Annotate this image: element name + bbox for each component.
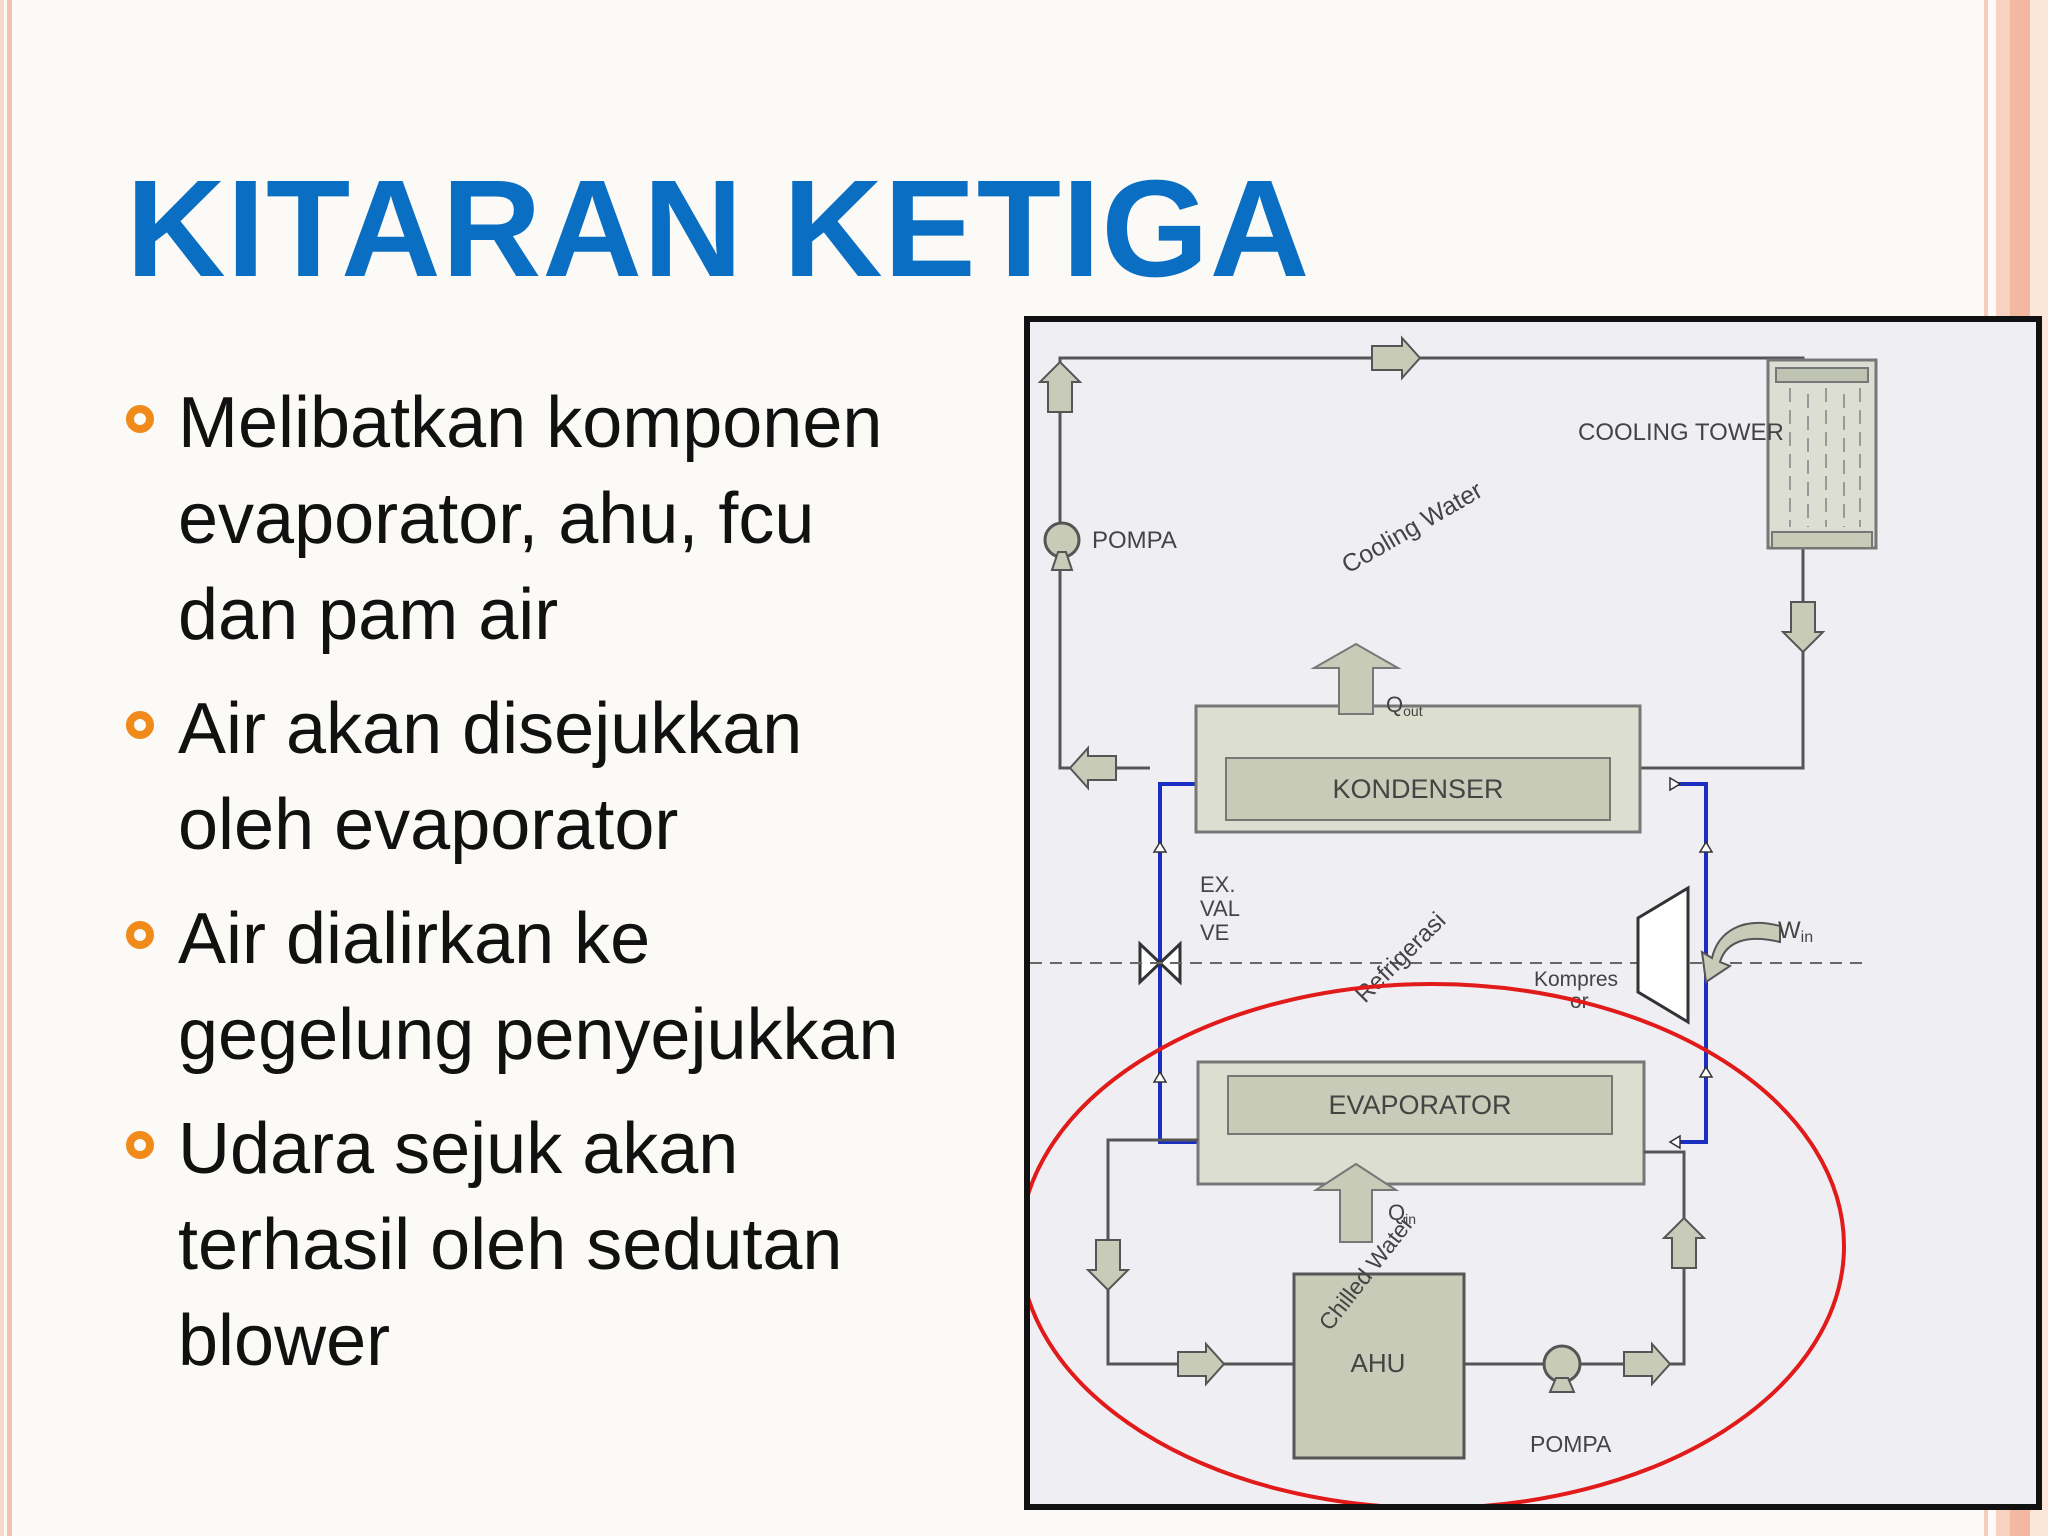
evaporator-label: EVAPORATOR — [1328, 1090, 1511, 1120]
evaporator-unit — [1196, 1060, 1646, 1186]
hvac-diagram: COOLING TOWER POMPA Cooling Water — [1030, 322, 2036, 1504]
hvac-diagram-svg: COOLING TOWER POMPA Cooling Water — [1030, 335, 1878, 1504]
refrigerant-label: Refrigerasi — [1350, 907, 1451, 1008]
bullet-circle-icon — [126, 921, 154, 949]
exp-valve-label-3: VE — [1200, 920, 1229, 945]
exp-valve-label-2: VAL — [1200, 896, 1240, 921]
work-in-arrow — [1700, 921, 1781, 984]
bullet-item: Udara sejuk akan terhasil oleh sedutan b… — [126, 1101, 1006, 1389]
bullet-text: Air dialirkan ke gegelung penyejukkan — [178, 899, 899, 1075]
cooling-tower-label: COOLING TOWER — [1578, 419, 1784, 446]
bullet-text: Air akan disejukkan oleh evaporator — [178, 689, 803, 865]
cooling-tower-icon — [1766, 358, 1878, 550]
bullet-list: Melibatkan komponen evaporator, ahu, fcu… — [126, 375, 1006, 1407]
bullet-text: Udara sejuk akan terhasil oleh sedutan b… — [178, 1109, 843, 1381]
bullet-circle-icon — [126, 405, 154, 433]
bullet-item: Melibatkan komponen evaporator, ahu, fcu… — [126, 375, 1006, 663]
slide-title: KITARAN KETIGA — [126, 152, 1311, 306]
ahu-label: AHU — [1351, 1348, 1406, 1378]
bullet-text: Melibatkan komponen evaporator, ahu, fcu… — [178, 383, 883, 655]
chilled-water-arrows — [1085, 1216, 1707, 1387]
bullet-item: Air akan disejukkan oleh evaporator — [126, 681, 1006, 873]
exp-valve-label-1: EX. — [1200, 872, 1235, 897]
bullet-item: Air dialirkan ke gegelung penyejukkan — [126, 891, 1006, 1083]
highlight-ellipse — [1030, 982, 1846, 1504]
compressor-icon — [1636, 885, 1690, 1025]
pump-top-icon — [1043, 521, 1081, 571]
ahu-unit — [1292, 1272, 1466, 1460]
work-in-label: Win — [1778, 917, 1813, 946]
q-in-label: Qin — [1388, 1200, 1416, 1227]
cooling-water-label: Cooling Water — [1337, 476, 1487, 579]
pump-bottom-icon — [1542, 1344, 1582, 1393]
condenser-unit — [1194, 704, 1642, 834]
cooling-water-arrows — [1037, 335, 1826, 791]
compressor-label-1: Kompres — [1534, 968, 1618, 991]
condenser-label: KONDENSER — [1332, 774, 1503, 804]
q-in-arrow — [1312, 1162, 1400, 1243]
pump-bottom-label: POMPA — [1530, 1431, 1612, 1457]
bullet-circle-icon — [126, 1131, 154, 1159]
hvac-diagram-frame: COOLING TOWER POMPA Cooling Water — [1024, 316, 2042, 1510]
pump-top-label: POMPA — [1092, 527, 1177, 554]
q-out-label: Qout — [1386, 692, 1423, 719]
left-decorative-border — [0, 0, 12, 1536]
bullet-circle-icon — [126, 711, 154, 739]
q-out-arrow — [1310, 642, 1402, 715]
